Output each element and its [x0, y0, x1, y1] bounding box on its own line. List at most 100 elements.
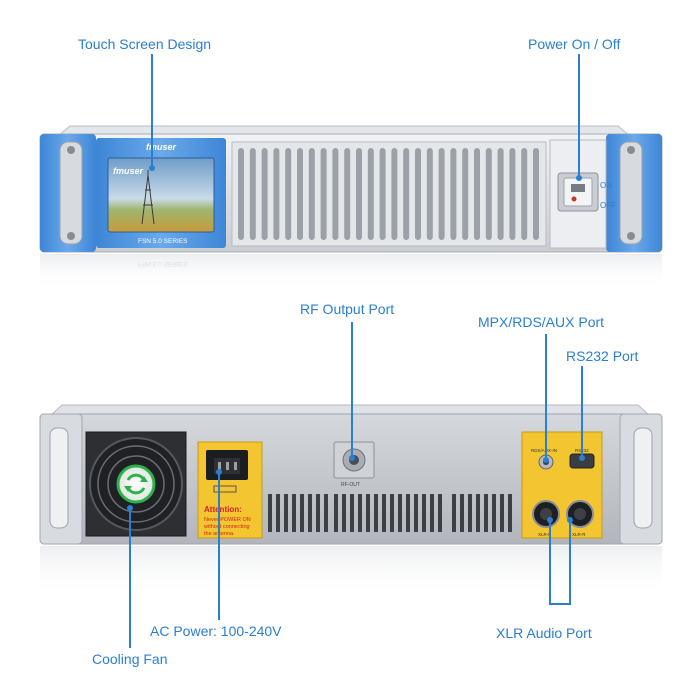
attention-line-2: without connecting — [203, 524, 250, 530]
vent-slot — [320, 148, 327, 240]
vent-slot — [533, 148, 539, 240]
rear-vent-slot — [430, 494, 434, 532]
pointer-dot-icon — [547, 517, 553, 523]
rear-vent-slot — [438, 494, 442, 532]
vent-slot — [509, 148, 516, 240]
rear-vent-slot — [406, 494, 410, 532]
cooling-fan — [85, 431, 187, 537]
rear-vent-slot — [366, 494, 370, 532]
vent-slot — [356, 148, 362, 240]
vent-slot — [285, 148, 292, 240]
vent-slot — [249, 148, 256, 240]
power-label: Power On / Off — [528, 36, 621, 52]
vent-slot — [497, 148, 504, 240]
callout-lines — [129, 54, 583, 648]
xlr-r-label: XLR-R — [572, 532, 586, 537]
rear-vent-slot — [382, 494, 386, 532]
xlr-l-label: XLR-L — [538, 532, 551, 537]
rear-vent-slot — [276, 494, 280, 532]
rds-label: RDS/AUX-IN — [531, 448, 557, 453]
vent-slot — [308, 148, 315, 240]
pointer-dot-icon — [349, 455, 355, 461]
rear-vent-slot — [268, 494, 272, 532]
bezel-brand: fmuser — [146, 142, 177, 152]
cooling-fan-label: Cooling Fan — [92, 651, 168, 667]
rear-vent-slot — [414, 494, 418, 532]
xlr-callout — [549, 520, 571, 605]
rear-vent-slot — [422, 494, 426, 532]
rear-vent-slot — [500, 494, 504, 532]
rf-out-label: RF-OUT — [341, 482, 360, 488]
vent-slot — [450, 148, 457, 240]
series-label: FSN 5.0 SERIES — [138, 238, 188, 245]
rear-vent-slot — [334, 494, 338, 532]
rear-vent-slot — [324, 494, 328, 532]
screen-brand: fmuser — [113, 166, 144, 176]
rear-vent-slot — [484, 494, 488, 532]
attention-line-1: Never POWER ON — [204, 517, 251, 523]
touch-screen[interactable] — [107, 157, 215, 233]
vent-slots — [238, 148, 539, 240]
touch-screen-label: Touch Screen Design — [78, 36, 212, 52]
power-off-label: OFF — [600, 201, 616, 210]
rear-vent-slot — [468, 494, 472, 532]
mpx-label: MPX/RDS/AUX Port — [478, 314, 605, 330]
vent-slot — [344, 148, 351, 240]
rear-vent-slot — [308, 494, 312, 532]
vent-slot — [403, 148, 410, 240]
rf-output-label: RF Output Port — [300, 301, 395, 317]
rear-vent-slot — [292, 494, 296, 532]
vent-slot — [438, 148, 445, 240]
rear-panel: Attention: Never POWER ON without connec… — [39, 404, 663, 596]
power-on-label: ON — [600, 181, 612, 190]
series-reflection: FSN 5.0 SERIES — [138, 260, 188, 267]
pointer-dot-icon — [579, 455, 585, 461]
callout-dots — [127, 165, 585, 523]
rear-vent-slot — [374, 494, 378, 532]
rear-vent-slot — [492, 494, 496, 532]
rear-vent-slot — [460, 494, 464, 532]
front-panel: fmuser fmuser FSN 5.0 SERIES ON OFF FSN … — [39, 125, 663, 290]
pointer-dot-icon — [567, 517, 573, 523]
rear-vent-slot — [300, 494, 304, 532]
rear-vent-slot — [284, 494, 288, 532]
rear-vent-slot — [476, 494, 480, 532]
rear-vent-slot — [350, 494, 354, 532]
rear-vent-slot — [452, 494, 456, 532]
vent-slot — [426, 148, 433, 240]
vent-slot — [379, 148, 386, 240]
vent-slot — [261, 148, 268, 240]
recycle-arrows-icon — [116, 464, 156, 504]
rear-vent-slot — [358, 494, 362, 532]
vent-slot — [485, 148, 492, 240]
pointer-dot-icon — [216, 469, 222, 475]
rear-vent-slot — [316, 494, 320, 532]
vent-slot — [238, 148, 244, 240]
vent-slot — [391, 148, 398, 240]
rear-vent-slot — [508, 494, 512, 532]
vent-slot — [273, 148, 280, 240]
xlr-label: XLR Audio Port — [496, 625, 592, 641]
rear-vent-slot — [342, 494, 346, 532]
attention-title: Attention: — [204, 505, 242, 514]
vent-slot — [297, 148, 303, 240]
pointer-dot-icon — [576, 175, 582, 181]
pointer-dot-icon — [543, 457, 549, 463]
vent-slot — [462, 148, 469, 240]
rear-vent-slot — [390, 494, 394, 532]
vent-slot — [332, 148, 339, 240]
pointer-dot-icon — [149, 165, 155, 171]
rear-vent-slot — [398, 494, 402, 532]
vent-slot — [474, 148, 480, 240]
vent-slot — [367, 148, 374, 240]
ac-power-label: AC Power: 100-240V — [150, 623, 282, 639]
tower-icon — [141, 170, 155, 225]
front-vent-grille — [231, 141, 547, 247]
vent-slot — [415, 148, 421, 240]
rear-vent-slots — [268, 494, 512, 532]
rs232-port-label: RS232 Port — [566, 348, 639, 364]
vent-slot — [521, 148, 528, 240]
pointer-dot-icon — [127, 505, 133, 511]
